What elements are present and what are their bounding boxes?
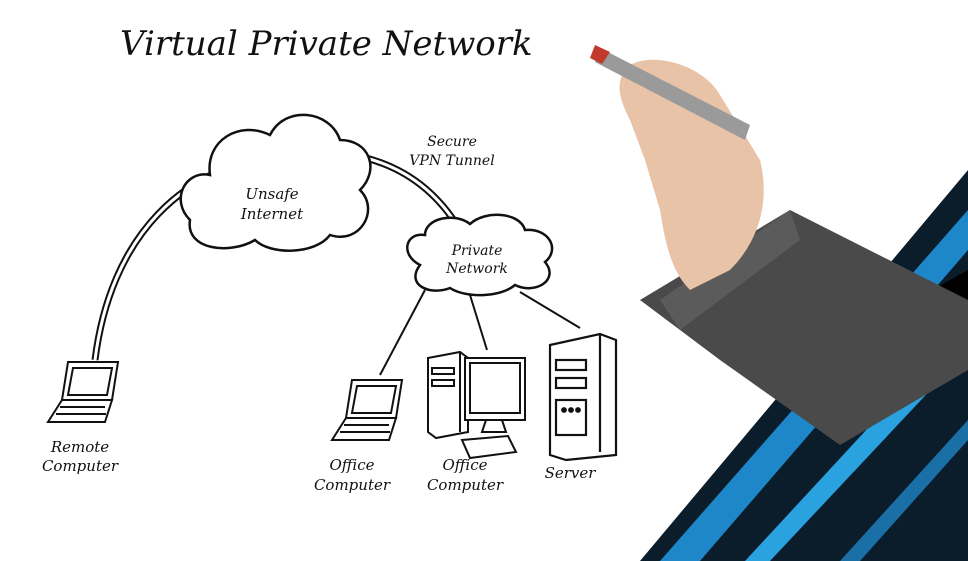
- remote-computer-label-2: Computer: [42, 457, 119, 475]
- office-desktop-label-2: Computer: [427, 476, 504, 494]
- tunnel-label-2: VPN Tunnel: [409, 153, 494, 169]
- office-laptop-label-2: Computer: [314, 476, 391, 494]
- remote-computer-label-1: Remote: [50, 438, 109, 456]
- cloud-private-network: [406, 213, 554, 297]
- diagram-title: Virtual Private Network: [120, 24, 533, 64]
- network-links: [379, 289, 581, 376]
- server-label: Server: [545, 464, 597, 482]
- office-desktop-icon: [427, 350, 526, 460]
- cloud-unsafe-label-1: Unsafe: [245, 185, 298, 203]
- cloud-unsafe-label-2: Internet: [240, 205, 304, 223]
- cloud-private-label-1: Private: [451, 243, 503, 259]
- hand-with-marker: [590, 45, 968, 445]
- tunnel-label-1: Secure: [427, 134, 477, 150]
- cloud-private-label-2: Network: [445, 261, 508, 277]
- remote-computer-icon: [46, 361, 120, 423]
- server-icon: [548, 332, 618, 462]
- office-laptop-icon: [330, 379, 404, 441]
- cloud-unsafe-internet: [179, 113, 372, 252]
- office-desktop-label-1: Office: [443, 456, 488, 474]
- office-laptop-label-1: Office: [330, 456, 375, 474]
